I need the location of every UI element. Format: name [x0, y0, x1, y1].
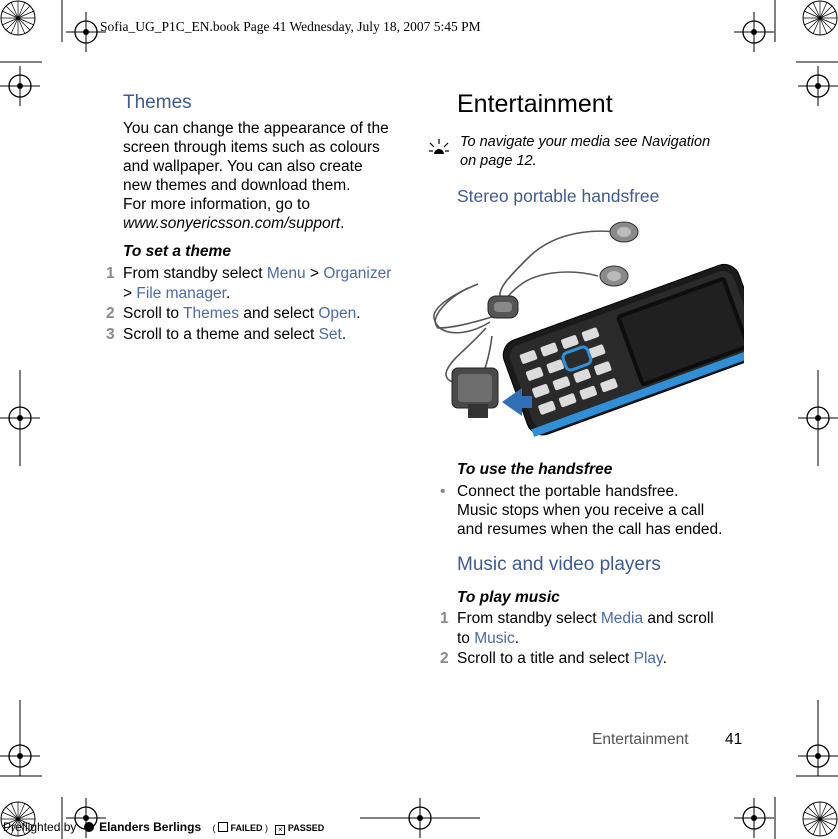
failed-checkbox-icon: [217, 822, 228, 832]
support-url: www.sonyericsson.com/support: [123, 215, 341, 232]
theme-step-3: 3 Scroll to a theme and select Set.: [106, 326, 347, 343]
file-manager-link: File manager: [136, 284, 226, 302]
music-step-1: 1 From standby select Media and scroll t…: [440, 610, 714, 647]
music-video-heading: Music and video players: [457, 554, 661, 575]
starburst-mark-icon: [0, 801, 36, 837]
registration-mark-icon: [798, 66, 838, 106]
open-link: Open: [318, 305, 357, 322]
passed-checkbox-icon: ×: [275, 825, 286, 835]
use-handsfree-title: To use the handsfree: [457, 461, 613, 478]
music-step-2: 2 Scroll to a title and select Play.: [440, 650, 667, 667]
registration-mark-icon: [66, 12, 106, 52]
phone-handsfree-illustration: [433, 221, 744, 437]
themes-link: Themes: [183, 305, 240, 322]
play-link: Play: [633, 650, 663, 667]
set-theme-title: To set a theme: [123, 243, 231, 260]
organizer-link: Organizer: [323, 265, 392, 282]
starburst-mark-icon: [802, 0, 838, 36]
media-link: Media: [600, 610, 644, 627]
set-link: Set: [318, 326, 342, 343]
music-link: Music: [474, 629, 515, 647]
themes-description: You can change the appearance of the scr…: [123, 120, 389, 232]
registration-mark-icon: [734, 12, 774, 52]
tip-text: To navigate your media see Navigation on…: [460, 134, 711, 169]
page-number: 41: [725, 731, 743, 748]
registration-mark-icon: [734, 798, 774, 838]
themes-heading: Themes: [123, 92, 192, 113]
theme-step-2: 2 Scroll to Themes and select Open.: [106, 305, 361, 322]
footer-section-name: Entertainment: [592, 731, 689, 748]
menu-link: Menu: [266, 265, 306, 282]
elanders-logo-icon: [83, 822, 94, 832]
theme-step-1: 1 From standby select Menu > Organizer >…: [106, 265, 392, 302]
print-slug: Sofia_UG_P1C_EN.book Page 41 Wednesday, …: [100, 19, 481, 34]
tip-lightbulb-icon: [429, 139, 449, 154]
handsfree-bullet: • Connect the portable handsfree. Music …: [440, 483, 723, 538]
starburst-mark-icon: [802, 801, 838, 837]
registration-mark-icon: [0, 66, 40, 106]
page-title: Entertainment: [457, 90, 613, 118]
play-music-title: To play music: [457, 589, 560, 606]
handsfree-heading: Stereo portable handsfree: [457, 186, 660, 206]
starburst-mark-icon: [0, 0, 36, 36]
bullet-icon: •: [440, 483, 446, 500]
preflight-stamp: Preflighted by Elanders Berlings ( FAILE…: [3, 820, 325, 835]
